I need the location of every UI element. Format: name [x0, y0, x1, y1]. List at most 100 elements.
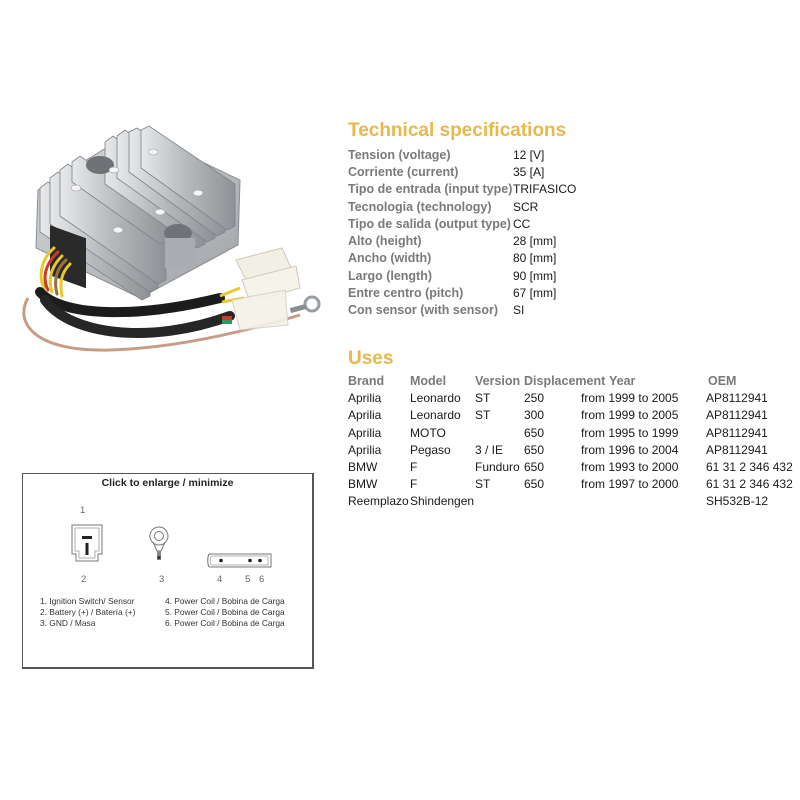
spec-label: Tecnologia (technology)	[348, 199, 492, 214]
pin-label-1: 1	[80, 505, 86, 516]
table-row: BMW F ST 650 from 1997 to 2000 61 31 2 3…	[348, 477, 800, 494]
spec-row: Con sensor (with sensor) SI	[348, 302, 576, 319]
cell-brand: Reemplazo	[348, 494, 409, 509]
table-row: Aprilia MOTO 650 from 1995 to 1999 AP811…	[348, 426, 800, 443]
legend-item: 2. Battery (+) / Batería (+)	[40, 606, 136, 617]
pin-label-3: 3	[159, 574, 165, 585]
spec-label: Ancho (width)	[348, 251, 432, 266]
cell-displacement: 650	[524, 459, 545, 474]
cell-brand: BMW	[348, 459, 378, 474]
legend-item: 1. Ignition Switch/ Sensor	[40, 596, 135, 606]
spec-label: Entre centro (pitch)	[348, 286, 464, 301]
cell-oem: 61 31 2 346 432	[706, 459, 793, 474]
col-header-model: Model	[410, 374, 447, 388]
spec-value: 67 [mm]	[513, 286, 557, 301]
table-row: Aprilia Leonardo ST 250 from 1999 to 200…	[348, 391, 800, 408]
ring-terminal-icon	[149, 526, 169, 560]
pin-label-6: 6	[259, 574, 265, 585]
legend-item: 6. Power Coil / Bobina de Carga	[165, 617, 285, 628]
product-image	[0, 120, 340, 380]
col-header-version: Version	[475, 374, 521, 388]
cell-brand: Aprilia	[348, 442, 382, 457]
cell-year: from 1999 to 2005	[581, 408, 679, 423]
legend-right: 4. Power Coil / Bobina de Carga 5. Power…	[165, 596, 285, 628]
legend-item: 3. GND / Masa	[40, 617, 96, 628]
cell-model: F	[410, 459, 418, 474]
cell-model: MOTO	[410, 425, 446, 440]
cell-oem: SH532B-12	[706, 494, 769, 509]
cell-version: 3 / IE	[475, 442, 504, 457]
cell-displacement: 250	[524, 391, 545, 406]
table-row: Aprilia Leonardo ST 300 from 1999 to 200…	[348, 408, 800, 425]
uses-table: Brand Model Version Displacement Year OE…	[348, 374, 800, 512]
spec-row: Tecnologia (technology) SCR	[348, 198, 576, 215]
cell-oem: AP8112941	[706, 391, 768, 406]
spec-value: SCR	[513, 199, 539, 214]
cell-displacement: 650	[524, 425, 545, 440]
spec-value: 28 [mm]	[513, 234, 557, 249]
spec-row: Tipo de entrada (input type)TRIFASICO	[348, 181, 576, 198]
spec-value: 90 [mm]	[513, 268, 557, 283]
cell-model: Leonardo	[410, 391, 461, 406]
cell-version: ST	[475, 391, 491, 406]
uses-header-row: Brand Model Version Displacement Year OE…	[348, 374, 800, 391]
cell-displacement: 650	[524, 442, 545, 457]
spec-row: Tension (voltage) 12 [V]	[348, 146, 576, 163]
col-header-oem: OEM	[708, 374, 737, 388]
cell-year: from 1996 to 2004	[581, 442, 679, 457]
cell-model: F	[410, 477, 418, 492]
spec-value: 80 [mm]	[513, 251, 557, 266]
specs-table: Tension (voltage) 12 [V] Corriente (curre…	[348, 146, 576, 319]
col-header-year: Year	[609, 374, 636, 388]
spec-value: 12 [V]	[513, 147, 545, 162]
table-row: BMW F Funduro 650 from 1993 to 2000 61 3…	[348, 460, 800, 477]
cell-brand: Aprilia	[348, 391, 382, 406]
spec-value: TRIFASICO	[513, 182, 577, 197]
col-header-displacement: Displacement	[524, 374, 606, 388]
spec-row: Tipo de salida (output type)CC	[348, 215, 576, 232]
table-row: Aprilia Pegaso 3 / IE 650 from 1996 to 2…	[348, 443, 800, 460]
spec-label: Largo (length)	[348, 268, 433, 283]
two-pin-connector-icon	[71, 524, 103, 562]
spec-label: Tipo de entrada (input type)	[348, 182, 513, 197]
spec-value: 35 [A]	[513, 164, 545, 179]
spec-label: Con sensor (with sensor)	[348, 303, 499, 318]
spec-row: Corriente (current) 35 [A]	[348, 163, 576, 180]
spec-label: Tipo de salida (output type)	[348, 216, 511, 231]
pin-label-5: 5	[245, 574, 251, 585]
wiring-diagram-enlarge-toggle[interactable]: Click to enlarge / minimize 1 2 3 4 5 6 …	[22, 473, 314, 669]
cell-displacement: 650	[524, 477, 545, 492]
cell-version: ST	[475, 477, 491, 492]
spec-value: CC	[513, 216, 531, 231]
spec-label: Corriente (current)	[348, 164, 459, 179]
cell-model: Shindengen	[410, 494, 475, 509]
voltage-regulator-illustration	[22, 125, 321, 352]
legend-item: 4. Power Coil / Bobina de Carga	[165, 596, 285, 606]
cell-version: ST	[475, 408, 491, 423]
three-pin-connector-icon	[207, 553, 272, 568]
cell-brand: BMW	[348, 477, 378, 492]
col-header-brand: Brand	[348, 374, 385, 388]
cell-oem: AP8112941	[706, 442, 768, 457]
legend-item: 5. Power Coil / Bobina de Carga	[165, 606, 285, 617]
diagram-title: Click to enlarge / minimize	[101, 477, 234, 489]
spec-value: SI	[513, 303, 525, 318]
pin-label-2: 2	[81, 574, 87, 585]
spec-label: Alto (height)	[348, 234, 422, 249]
cell-model: Leonardo	[410, 408, 461, 423]
spec-row: Entre centro (pitch) 67 [mm]	[348, 284, 576, 301]
uses-title: Uses	[348, 348, 394, 369]
cell-oem: AP8112941	[706, 408, 768, 423]
pin-label-4: 4	[217, 574, 223, 585]
cell-displacement: 300	[524, 408, 545, 423]
cell-brand: Aprilia	[348, 425, 382, 440]
cell-year: from 1997 to 2000	[581, 477, 679, 492]
spec-row: Largo (length) 90 [mm]	[348, 267, 576, 284]
cell-brand: Aprilia	[348, 408, 382, 423]
cell-version: Funduro	[475, 459, 520, 474]
cell-oem: AP8112941	[706, 425, 768, 440]
cell-year: from 1999 to 2005	[581, 391, 679, 406]
spec-label: Tension (voltage)	[348, 147, 451, 162]
cell-year: from 1995 to 1999	[581, 425, 679, 440]
spec-row: Ancho (width) 80 [mm]	[348, 250, 576, 267]
